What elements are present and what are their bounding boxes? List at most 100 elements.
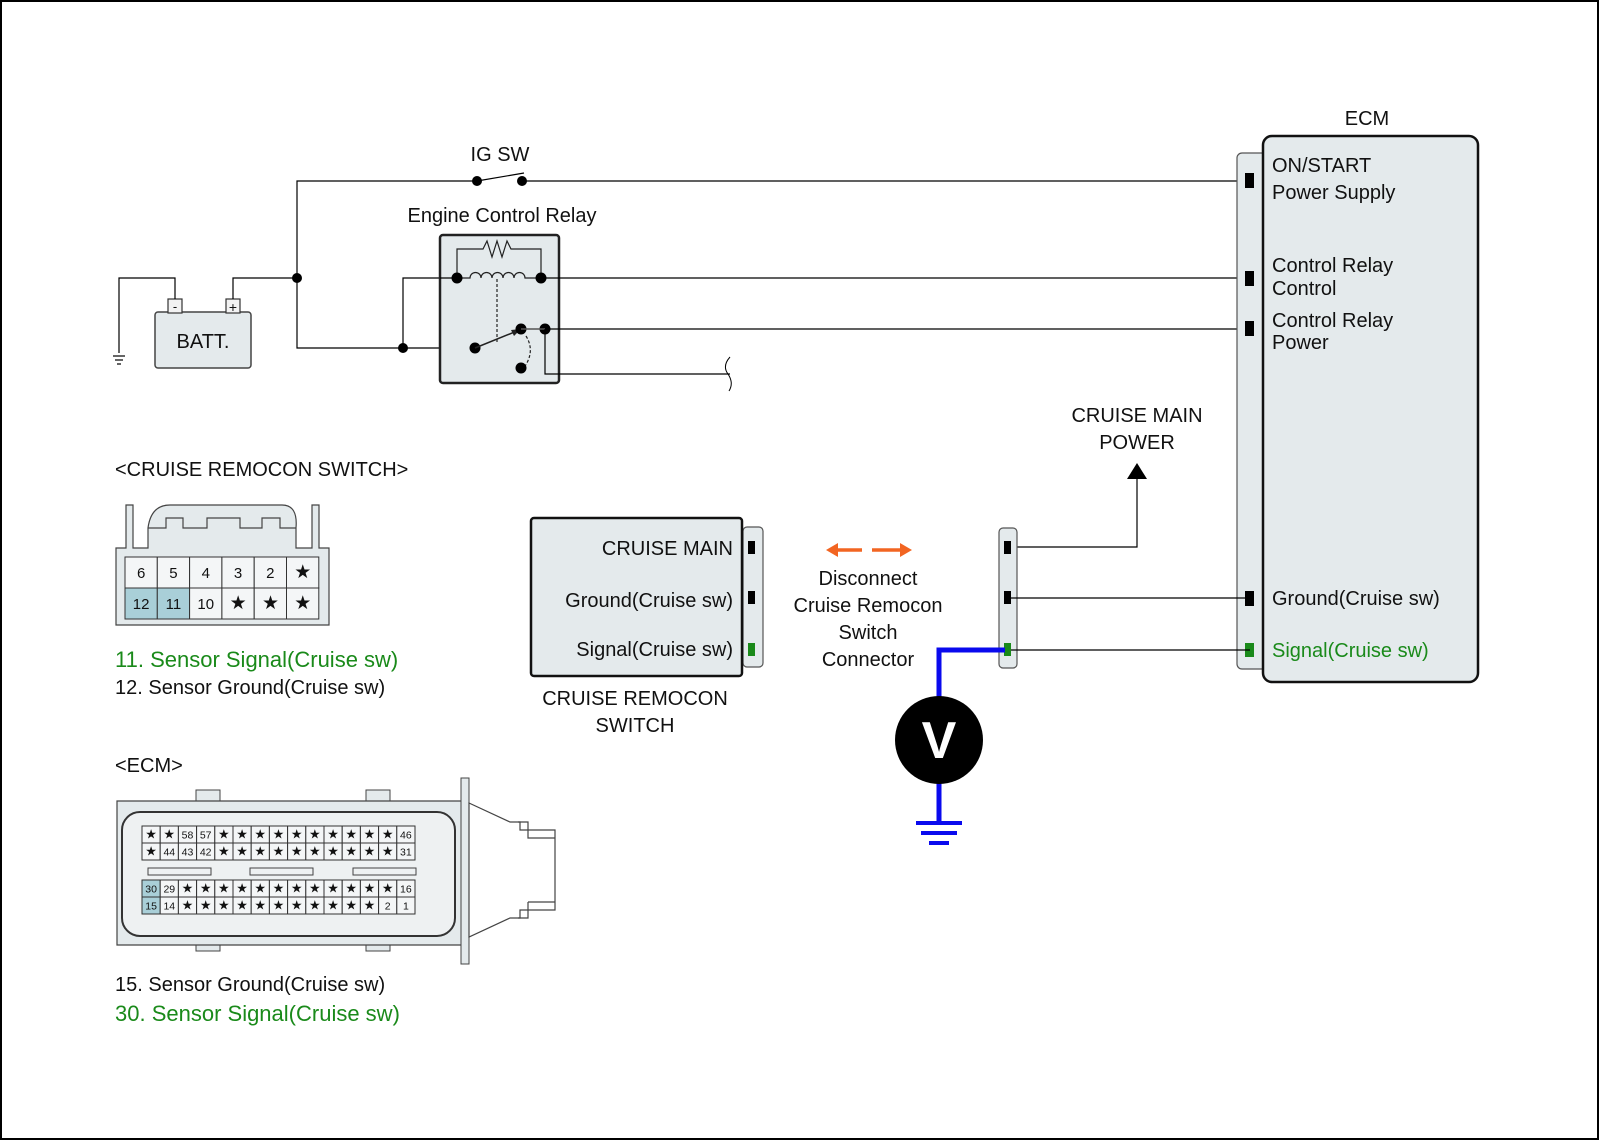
ecm-pin-label: Power Supply: [1272, 182, 1395, 204]
connector-pin: ★: [250, 842, 270, 861]
connector-pin: ★: [287, 896, 307, 915]
pin-number: ★: [273, 897, 285, 912]
connector-pin: ★: [268, 842, 289, 861]
pin-number: 3: [234, 565, 242, 582]
pin-number: 4: [202, 565, 210, 582]
connector-pin: 3: [221, 556, 255, 589]
pin-number: ★: [236, 880, 248, 895]
ecm-connector-title: <ECM>: [115, 755, 183, 777]
connector-pin: ★: [141, 842, 161, 861]
pin-number: 1: [403, 900, 409, 912]
battery-label: BATT.: [177, 331, 230, 353]
ecm-pin-label: ON/START: [1272, 155, 1371, 177]
pin-number: ★: [262, 592, 279, 613]
ground-icon: [113, 355, 125, 365]
pin-number: ★: [291, 897, 303, 912]
pin-number: ★: [345, 897, 357, 912]
pin-number: ★: [236, 897, 248, 912]
connector-pin: ★: [323, 879, 343, 898]
pin-number: ★: [254, 880, 266, 895]
ig-switch: IG SW: [471, 144, 530, 186]
ecm-legend-item: 15. Sensor Ground(Cruise sw): [115, 974, 385, 996]
arrow-left-icon: [826, 543, 838, 557]
connector-pin: ★: [268, 825, 289, 844]
connector-pin: ★: [196, 879, 216, 898]
pin-number: ★: [200, 897, 212, 912]
pin-number: ★: [327, 880, 339, 895]
pin-number: ★: [309, 826, 321, 841]
remocon-caption: CRUISE REMOCON: [542, 688, 728, 710]
connector-pin: 2: [253, 556, 287, 589]
connector-pin: ★: [378, 842, 398, 861]
connector-pin: ★: [378, 879, 398, 898]
connector-pin: ★: [141, 825, 161, 844]
pin-number: ★: [345, 826, 357, 841]
connector-pin: 11: [156, 587, 191, 620]
connector-pin: ★: [177, 879, 198, 898]
connector-pin: ★: [221, 587, 255, 620]
ecm-pin-label: Control Relay: [1272, 255, 1393, 277]
connector-pin: ★: [214, 825, 234, 844]
pin-number: 43: [182, 846, 194, 858]
connector-pin: ★: [214, 896, 234, 915]
pin-number: ★: [364, 843, 376, 858]
arrow-up-icon: [1127, 463, 1147, 479]
ecm-pin-label: Power: [1272, 332, 1329, 354]
pin-number: ★: [254, 826, 266, 841]
pin-number: ★: [182, 880, 194, 895]
ig-switch-label: IG SW: [471, 144, 530, 166]
pin-number: ★: [291, 826, 303, 841]
pin-number: ★: [218, 897, 230, 912]
connector-pin: ★: [232, 842, 252, 861]
connector-pin: ★: [305, 896, 325, 915]
remocon-legend-item: 12. Sensor Ground(Cruise sw): [115, 677, 385, 699]
pin-number: ★: [236, 843, 248, 858]
pin-number: 5: [169, 565, 177, 582]
pin-number: 12: [133, 596, 150, 613]
pin-number: ★: [294, 561, 311, 582]
ecm-pin-label: Ground(Cruise sw): [1272, 588, 1440, 610]
ecm-pin-label: Control: [1272, 278, 1336, 300]
connector-pin: 10: [189, 587, 223, 620]
pin-number: ★: [218, 826, 230, 841]
pin-number: ★: [327, 826, 339, 841]
pin-number: ★: [327, 897, 339, 912]
pin-number: 46: [400, 829, 412, 841]
connector-pin: 46: [396, 825, 416, 844]
pin-number: ★: [294, 592, 311, 613]
cruise-main-power: CRUISE MAIN POWER: [1012, 405, 1203, 548]
connector-pin: ★: [232, 825, 252, 844]
svg-text:CRUISE MAIN: CRUISE MAIN: [1071, 405, 1202, 427]
connector-pin: ★: [287, 842, 307, 861]
ecm-pin-label-signal: Signal(Cruise sw): [1272, 640, 1429, 662]
connector-pin: 12: [124, 587, 158, 620]
pin-number: ★: [182, 897, 194, 912]
pin-number: 6: [137, 565, 145, 582]
connector-pin: ★: [359, 896, 380, 915]
harness-connector[interactable]: [998, 527, 1018, 669]
pin-number: 57: [200, 829, 212, 841]
pin-number: ★: [145, 826, 157, 841]
connector-pin: ★: [359, 879, 380, 898]
connector-pin: ★: [159, 825, 179, 844]
ground-icon: [916, 821, 962, 845]
pin-number: 58: [182, 829, 194, 841]
pin-number: ★: [145, 843, 157, 858]
pin-number: ★: [291, 843, 303, 858]
ecm-pin-label: Control Relay: [1272, 310, 1393, 332]
pin-number: 31: [400, 846, 412, 858]
svg-text:Switch: Switch: [839, 622, 898, 644]
pin-number: ★: [364, 880, 376, 895]
connector-pin: ★: [341, 825, 361, 844]
arrow-right-icon: [900, 543, 912, 557]
pin-number: 15: [145, 900, 157, 912]
connector-pin: 16: [396, 879, 416, 898]
disconnect-indicator: Disconnect Cruise Remocon Switch Connect…: [794, 543, 942, 671]
connector-pin: ★: [341, 896, 361, 915]
pin-number: ★: [230, 592, 247, 613]
connector-pin: 58: [177, 825, 198, 844]
connector-pin: ★: [286, 587, 320, 620]
pin-number: ★: [345, 843, 357, 858]
